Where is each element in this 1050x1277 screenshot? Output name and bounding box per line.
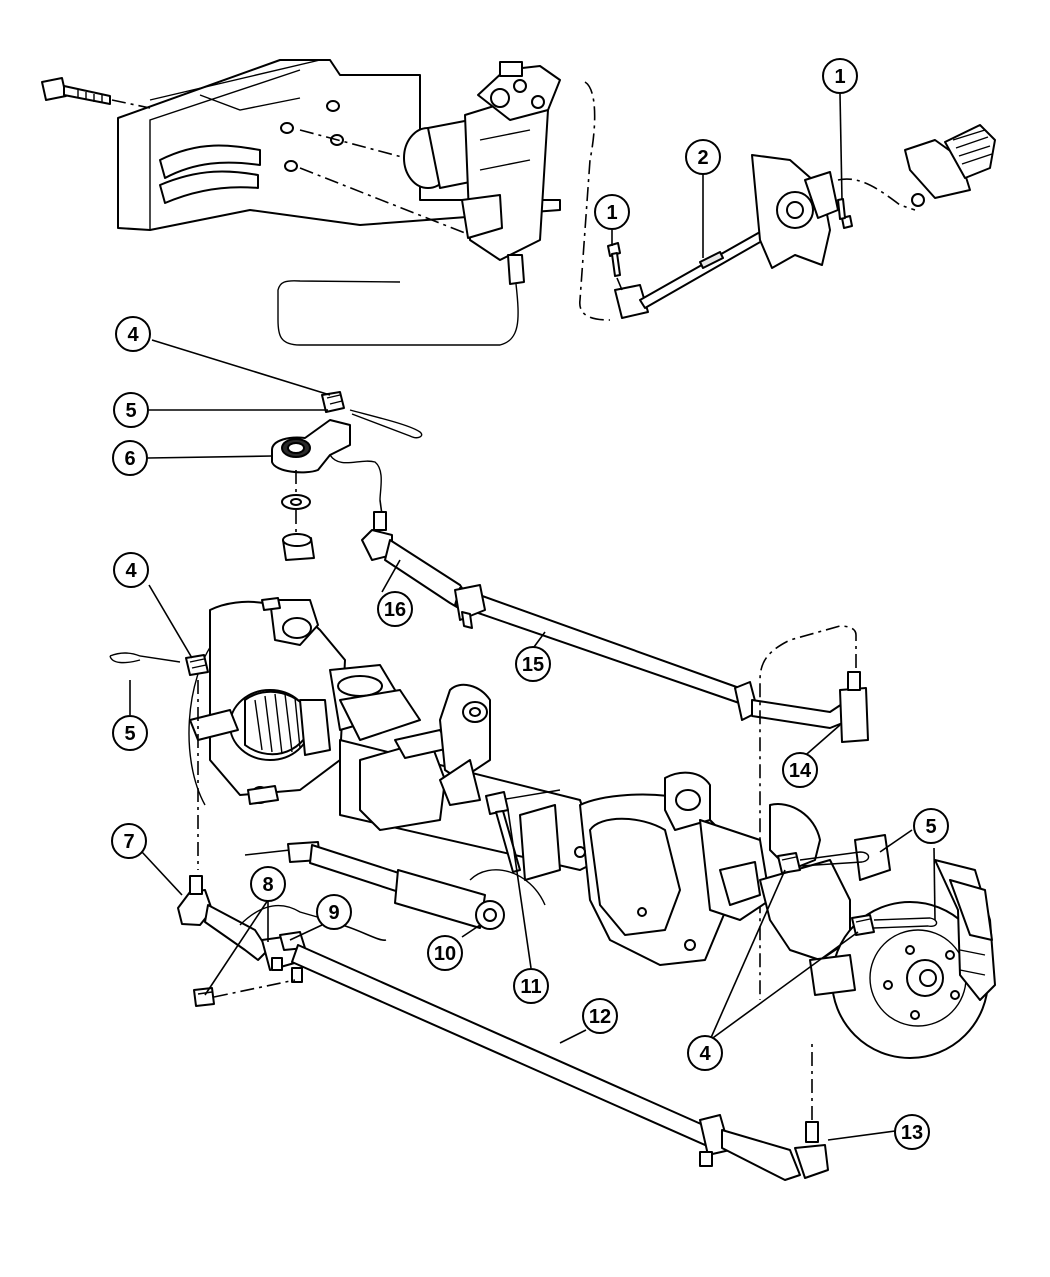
callout-1-top-right: 1 <box>822 58 858 94</box>
callout-15: 15 <box>515 646 551 682</box>
pitman-shaft-outline <box>277 280 519 346</box>
callout-1-top-right-label: 1 <box>834 66 845 88</box>
callout-9-label: 9 <box>328 902 339 924</box>
bolt-1a <box>607 242 623 291</box>
callout-5-left: 5 <box>112 715 148 751</box>
callout-15-label: 15 <box>522 654 544 676</box>
drag-link <box>361 511 869 1000</box>
steering-column-shaft <box>579 81 916 321</box>
castle-nut-right-lower <box>851 914 875 936</box>
cotter-pin-right-lower <box>873 917 938 929</box>
callout-4-right-label: 4 <box>699 1043 711 1065</box>
callout-5-left-label: 5 <box>124 723 135 745</box>
callout-16-label: 16 <box>384 599 406 621</box>
position-sensor <box>904 124 996 207</box>
callout-13: 13 <box>894 1114 930 1150</box>
callout-14: 14 <box>782 752 818 788</box>
callout-5-upper-label: 5 <box>125 400 136 422</box>
callout-8: 8 <box>250 866 286 902</box>
frame-bolt <box>41 77 151 109</box>
callout-7: 7 <box>111 823 147 859</box>
callout-2: 2 <box>685 139 721 175</box>
callout-4-upper: 4 <box>115 316 151 352</box>
castle-nut-left <box>185 654 209 870</box>
callout-14-label: 14 <box>789 760 812 782</box>
callout-11: 11 <box>513 968 549 1004</box>
callout-11-label: 11 <box>520 976 541 998</box>
callout-4-right: 4 <box>687 1035 723 1071</box>
left-knuckle <box>188 597 346 806</box>
bolt-1b <box>837 198 853 229</box>
callout-1-mid: 1 <box>594 194 630 230</box>
axle-housing <box>329 664 601 881</box>
tie-rod <box>177 875 829 1181</box>
callout-2-label: 2 <box>697 147 708 169</box>
leader-lines <box>129 93 936 1141</box>
callout-6-label: 6 <box>124 448 135 470</box>
callout-5-right-a-label: 5 <box>925 816 936 838</box>
callout-8-label: 8 <box>262 874 273 896</box>
cotter-pin-right-upper <box>799 851 870 867</box>
callout-10-label: 10 <box>434 943 456 965</box>
castle-nut-upper <box>321 391 345 413</box>
right-brake-rotor <box>759 803 996 1059</box>
callout-16: 16 <box>377 591 413 627</box>
callout-13-label: 13 <box>901 1122 923 1144</box>
callout-1-mid-label: 1 <box>606 202 617 224</box>
callout-9: 9 <box>316 894 352 930</box>
steering-gear <box>403 61 561 285</box>
pitman-washer-nut <box>281 470 315 561</box>
callout-4-left: 4 <box>113 552 149 588</box>
differential <box>574 771 771 966</box>
callout-5-right-a: 5 <box>913 808 949 844</box>
cotter-pin-left <box>109 652 181 664</box>
callout-12-label: 12 <box>589 1006 611 1028</box>
castle-nut-right-upper <box>777 852 801 874</box>
tie-rod-nut <box>193 979 296 1007</box>
callout-12: 12 <box>582 998 618 1034</box>
callout-5-upper: 5 <box>113 392 149 428</box>
callout-4-upper-label: 4 <box>127 324 139 346</box>
pitman-arm <box>271 419 383 516</box>
steering-damper <box>244 841 546 930</box>
callout-10: 10 <box>427 935 463 971</box>
callout-4-left-label: 4 <box>125 560 137 582</box>
cotter-pin-upper <box>349 409 423 439</box>
callout-7-label: 7 <box>123 831 134 853</box>
callout-6: 6 <box>112 440 148 476</box>
